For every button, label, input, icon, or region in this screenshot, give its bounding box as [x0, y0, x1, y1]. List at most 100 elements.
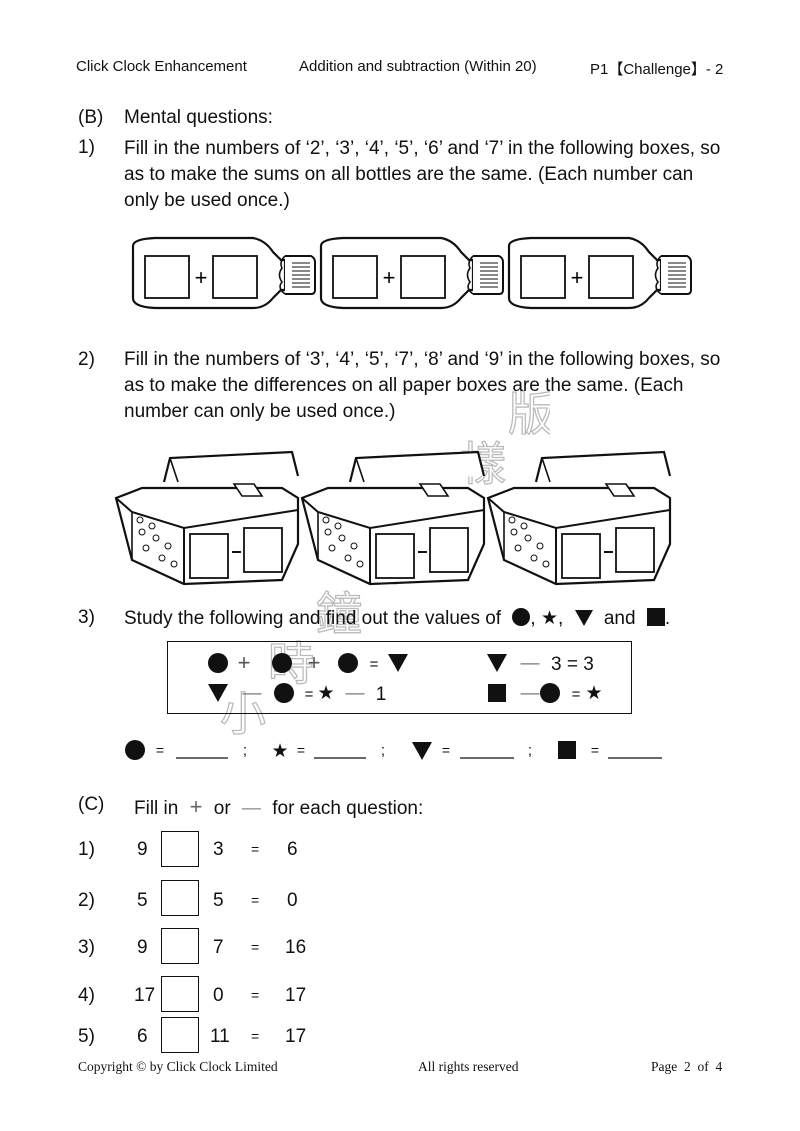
plus-sign: +	[189, 794, 203, 819]
plus-sign: +	[308, 650, 321, 675]
question-number: 1)	[78, 137, 95, 158]
minus-sign: —	[241, 798, 261, 819]
equals-sign: =	[297, 742, 305, 758]
question-number: 2)	[78, 349, 95, 370]
item-number: 4)	[78, 985, 95, 1006]
equals-sign: =	[251, 987, 260, 1003]
section-b-title: Mental questions:	[124, 107, 273, 128]
equations-box: + + = — 3 = 3 — = ★ — 1 — = ★	[167, 641, 632, 714]
equals-sign: =	[156, 742, 164, 758]
question-number: 3)	[78, 607, 95, 628]
operand-a: 17	[134, 985, 156, 1006]
equation-rest: 3 = 3	[551, 654, 594, 675]
section-c-rest: for each question:	[272, 798, 424, 819]
down-triangle-icon	[574, 610, 593, 626]
section-b-label: (B)	[78, 107, 104, 128]
semicolon: ;	[381, 742, 385, 759]
item-number: 3)	[78, 937, 95, 958]
equals-sign: =	[251, 1028, 260, 1044]
section-c-or: or	[213, 798, 231, 819]
section-c-title: Fill in + or — for each question:	[134, 794, 423, 820]
filled-circle-icon	[512, 608, 531, 626]
minus-sign: —	[521, 683, 540, 704]
star-icon: ★	[317, 683, 334, 704]
bottles-figure: + + +	[131, 236, 693, 310]
section-c-label: (C)	[78, 794, 105, 815]
operand-b: 7	[213, 937, 224, 958]
minus-sign: —	[346, 683, 365, 704]
question-2-text: Fill in the numbers of ‘3’, ‘4’, ‘5’, ‘7…	[124, 349, 721, 422]
plus-sign: +	[238, 650, 251, 675]
header-right: P1【Challenge】- 2	[590, 61, 724, 78]
paper-box	[300, 450, 486, 586]
operator-box[interactable]	[161, 831, 199, 867]
bottle	[319, 236, 505, 310]
question-1-text: Fill in the numbers of ‘2’, ‘3’, ‘4’, ‘5…	[124, 138, 721, 211]
equals-sign: =	[251, 841, 260, 857]
operator-box[interactable]	[161, 1017, 199, 1053]
result: 17	[285, 1026, 307, 1047]
equals-sign: =	[591, 742, 599, 758]
question-3-prefix: Study the following and find out the val…	[124, 608, 502, 629]
bottle	[131, 236, 317, 310]
item-number: 5)	[78, 1026, 95, 1047]
operand-a: 6	[137, 1026, 148, 1047]
operand-b: 11	[210, 1026, 230, 1047]
equals-sign: =	[442, 742, 450, 758]
period: .	[664, 608, 671, 629]
filled-square-icon	[558, 741, 576, 759]
equations-figure: + + = — 3 = 3 — = ★ — 1 — = ★	[208, 650, 603, 705]
result: 0	[287, 890, 298, 911]
operand-a: 9	[137, 937, 148, 958]
equals-sign: =	[305, 686, 314, 703]
operator-box[interactable]	[161, 928, 199, 964]
filled-circle-icon	[272, 653, 292, 673]
header-center: Addition and subtraction (Within 20)	[299, 58, 537, 75]
and-word: and	[603, 608, 636, 629]
filled-circle-icon	[540, 683, 560, 703]
result: 16	[285, 937, 307, 958]
equals-sign: =	[251, 939, 260, 955]
comma: ,	[557, 608, 564, 629]
paper-box	[486, 450, 672, 586]
down-triangle-icon	[388, 654, 408, 672]
minus-sign: —	[243, 683, 262, 704]
star-icon: ★	[540, 608, 558, 629]
equals-sign: =	[370, 656, 379, 673]
item-number: 1)	[78, 839, 95, 860]
operand-b: 0	[213, 985, 224, 1006]
star-icon: ★	[271, 741, 288, 762]
filled-square-icon	[488, 684, 506, 702]
bottle	[507, 236, 693, 310]
equals-sign: =	[251, 892, 260, 908]
operand-a: 5	[137, 890, 148, 911]
bottle-plus: +	[195, 265, 208, 290]
filled-circle-icon	[338, 653, 358, 673]
filled-circle-icon	[274, 683, 294, 703]
operator-box[interactable]	[161, 880, 199, 916]
header-left: Click Clock Enhancement	[76, 58, 247, 75]
result: 17	[285, 985, 307, 1006]
result: 6	[287, 839, 298, 860]
operand-a: 9	[137, 839, 148, 860]
section-c-fill: Fill in	[134, 798, 179, 819]
bottle-plus: +	[571, 265, 584, 290]
equals-sign: =	[572, 686, 581, 703]
number-one: 1	[376, 684, 387, 705]
item-number: 2)	[78, 890, 95, 911]
answer-line: = ; ★ = ; = ; =	[125, 740, 662, 762]
footer-copyright: Copyright © by Click Clock Limited	[78, 1059, 278, 1074]
operand-b: 3	[213, 839, 224, 860]
down-triangle-icon	[487, 654, 507, 672]
semicolon: ;	[528, 742, 532, 759]
footer-page: Page 2 of 4	[651, 1059, 723, 1074]
question-3-text: Study the following and find out the val…	[124, 606, 744, 632]
filled-circle-icon	[208, 653, 228, 673]
minus-sign: —	[521, 653, 540, 674]
paper-boxes-figure	[114, 450, 672, 586]
operand-b: 5	[213, 890, 224, 911]
filled-square-icon	[646, 608, 665, 626]
star-icon: ★	[585, 683, 602, 704]
down-triangle-icon	[412, 742, 432, 760]
operator-box[interactable]	[161, 976, 199, 1012]
